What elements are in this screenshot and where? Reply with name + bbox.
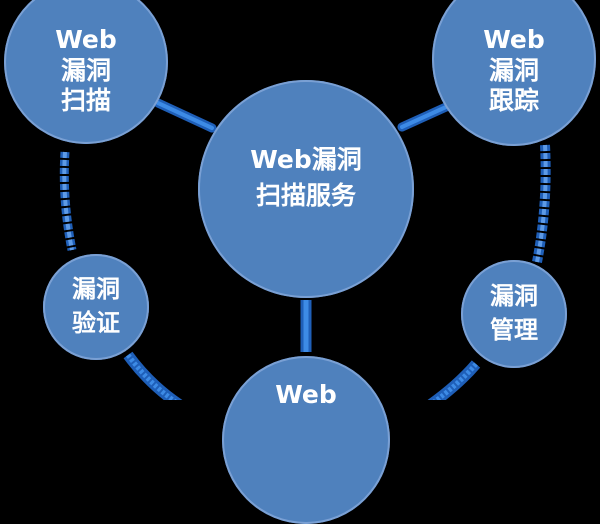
- connector-manage-bottom: [427, 360, 481, 400]
- node-track-line-1: Web: [483, 25, 545, 55]
- node-bottom-web[interactable]: Web: [222, 356, 390, 524]
- connectors-layer: [59, 98, 551, 400]
- node-scan-line-3: 扫描: [60, 86, 111, 116]
- connector-scan-center: [153, 98, 217, 133]
- diagram-canvas: Web 漏洞 扫描 Web 漏洞 跟踪 Web漏洞 扫描服务 漏洞 验证 漏洞 …: [4, 0, 596, 524]
- node-verify-line-1: 漏洞: [72, 275, 120, 304]
- node-track-line-2: 漏洞: [488, 55, 539, 85]
- node-manage-line-1: 漏洞: [490, 282, 538, 311]
- connector-verify-bottom: [123, 351, 183, 400]
- connector-scan-verify: [59, 151, 77, 251]
- node-track-line-3: 跟踪: [488, 86, 539, 116]
- node-center-web-vuln-scan-service[interactable]: Web漏洞 扫描服务: [198, 80, 414, 298]
- node-scan-line-1: Web: [55, 25, 117, 55]
- node-vuln-verify[interactable]: 漏洞 验证: [43, 254, 149, 360]
- node-manage-line-2: 管理: [490, 316, 538, 344]
- center-line-1: Web漏洞: [250, 144, 362, 174]
- node-scan-line-2: 漏洞: [60, 55, 111, 85]
- node-vuln-manage[interactable]: 漏洞 管理: [461, 260, 567, 368]
- center-line-2: 扫描服务: [255, 181, 356, 210]
- node-web-vuln-track[interactable]: Web 漏洞 跟踪: [432, 0, 596, 146]
- connector-center-track: [397, 102, 451, 132]
- node-bottom-line-1: Web: [275, 380, 337, 409]
- connector-track-manage: [532, 144, 551, 263]
- node-verify-line-2: 验证: [72, 309, 120, 337]
- node-web-vuln-scan[interactable]: Web 漏洞 扫描: [4, 0, 168, 144]
